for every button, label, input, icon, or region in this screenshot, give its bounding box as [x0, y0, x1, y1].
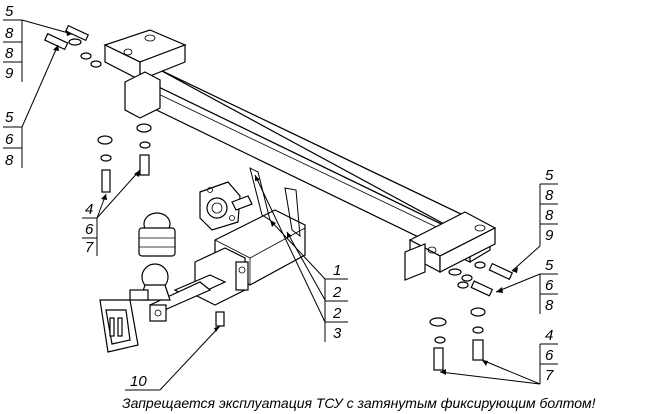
callout-rl-2: 7 [545, 367, 554, 384]
callout-rl-0: 4 [545, 327, 553, 344]
callout-right-mid: 5 6 8 [495, 257, 558, 314]
socket-plate [199, 181, 253, 231]
callout-rm-2: 8 [545, 297, 554, 314]
callout-c-1: 2 [332, 284, 342, 301]
callout-center: 1 2 2 3 [254, 174, 348, 342]
callout-ml-2: 8 [5, 152, 14, 169]
callout-tl-1: 8 [5, 25, 14, 42]
callout-b-0: 10 [130, 373, 147, 390]
callout-c-3: 3 [333, 325, 342, 342]
ball-cover [138, 212, 176, 257]
left-bracket [103, 29, 187, 119]
right-bracket [404, 211, 497, 281]
callout-tl-3: 9 [5, 65, 14, 82]
plug-cover [99, 299, 139, 353]
cross-beam [138, 69, 492, 264]
callout-mid-left: 5 6 8 [3, 44, 59, 169]
callout-ll-1: 6 [85, 221, 94, 238]
callout-c-2: 2 [332, 305, 342, 322]
callout-tl-0: 5 [5, 3, 14, 20]
callout-ml-1: 6 [5, 131, 14, 148]
callout-ru-2: 8 [545, 207, 554, 224]
callout-ru-1: 8 [545, 187, 554, 204]
tow-ball [129, 263, 171, 322]
callout-c-0: 1 [333, 262, 341, 279]
callout-ru-3: 9 [545, 227, 554, 244]
callout-ll-0: 4 [85, 201, 93, 218]
callout-lower-left: 4 6 7 [82, 169, 141, 256]
callout-bottom: 10 [125, 325, 221, 391]
callout-top-left: 5 8 8 9 [3, 3, 73, 82]
fasteners-right [429, 261, 514, 371]
callout-rm-0: 5 [545, 257, 554, 274]
callout-ll-2: 7 [85, 239, 94, 256]
callout-rl-1: 6 [545, 347, 554, 364]
warning-text: Запрещается эксплуатация ТСУ с затянутым… [122, 395, 596, 411]
callout-tl-2: 8 [5, 45, 14, 62]
callout-rm-1: 6 [545, 277, 554, 294]
callout-ru-0: 5 [545, 167, 554, 184]
fasteners-left [43, 24, 225, 327]
callout-right-upper: 5 8 8 9 [511, 167, 558, 273]
callout-right-lower: 4 6 7 [439, 327, 558, 385]
hitch-receiver [148, 209, 306, 313]
callout-ml-0: 5 [5, 109, 14, 126]
